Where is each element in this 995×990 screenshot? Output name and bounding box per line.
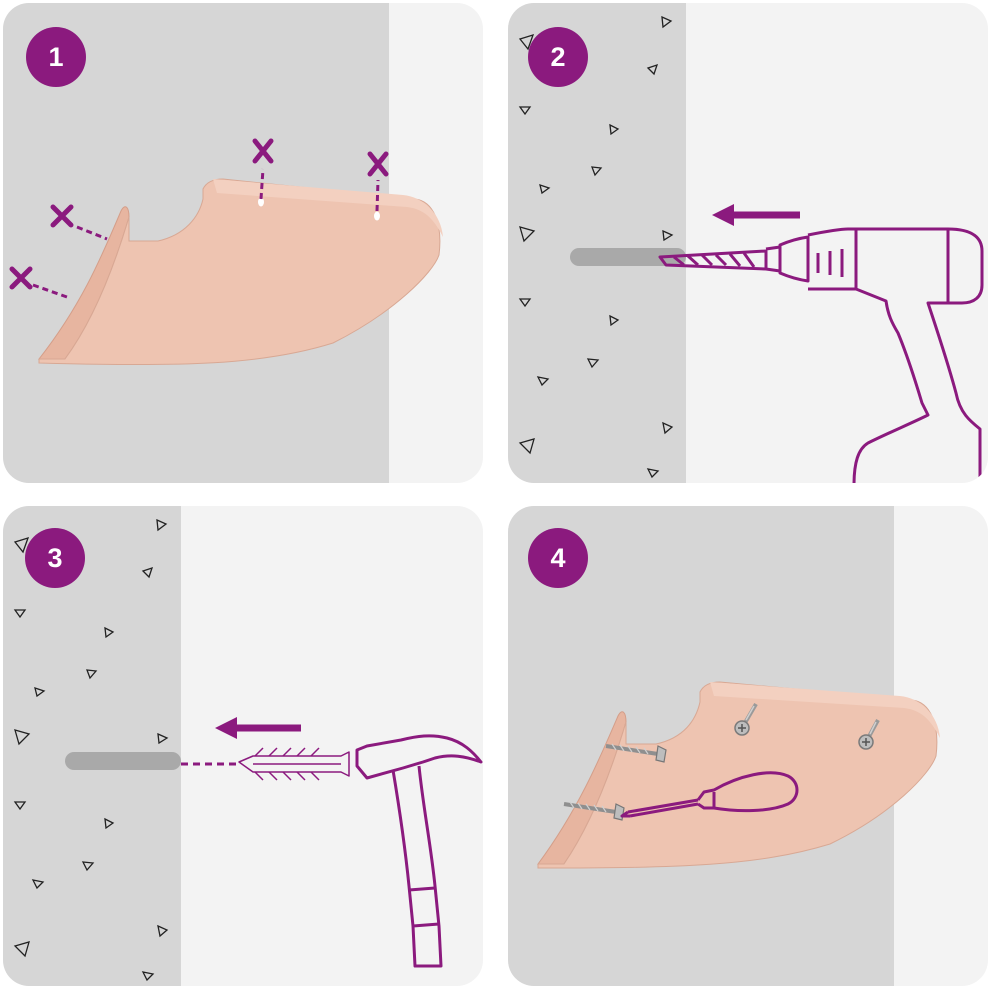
wall-plug-icon: [238, 747, 350, 781]
step-number-badge: 1: [26, 27, 86, 87]
corner-shelf: [37, 178, 443, 366]
screw-icon: [605, 743, 667, 763]
mark-hole-top-left: [252, 138, 274, 207]
mark-hole-side-upper: [50, 204, 108, 241]
concrete-wall: [508, 3, 686, 483]
step-number-badge: 4: [528, 528, 588, 588]
concrete-texture: [518, 15, 674, 479]
concrete-texture: [13, 518, 169, 982]
step-3-panel: 3: [3, 506, 483, 986]
step-4-panel: 4: [508, 506, 988, 986]
drilled-hole: [65, 752, 181, 770]
step-3-illustration: [3, 506, 483, 986]
concrete-wall: [3, 506, 181, 986]
drilled-hole: [570, 248, 686, 266]
direction-arrow-left: [712, 204, 800, 226]
step-1-panel: 1: [3, 3, 483, 483]
step-number-badge: 2: [528, 27, 588, 87]
step-1-illustration: [3, 3, 443, 483]
power-drill-icon: [658, 227, 984, 483]
step-2-illustration: [508, 3, 984, 483]
hammer-icon: [355, 734, 483, 968]
mark-hole-top-right: [367, 151, 389, 221]
screw-icon: [734, 702, 758, 736]
direction-arrow-left: [215, 717, 301, 739]
step-number-badge: 3: [25, 528, 85, 588]
step-2-panel: 2: [508, 3, 988, 483]
screw-icon: [858, 719, 880, 750]
mark-hole-side-lower: [9, 266, 68, 299]
screwdriver-icon: [620, 771, 799, 818]
corner-shelf: [537, 681, 940, 869]
step-4-illustration: [508, 506, 940, 986]
